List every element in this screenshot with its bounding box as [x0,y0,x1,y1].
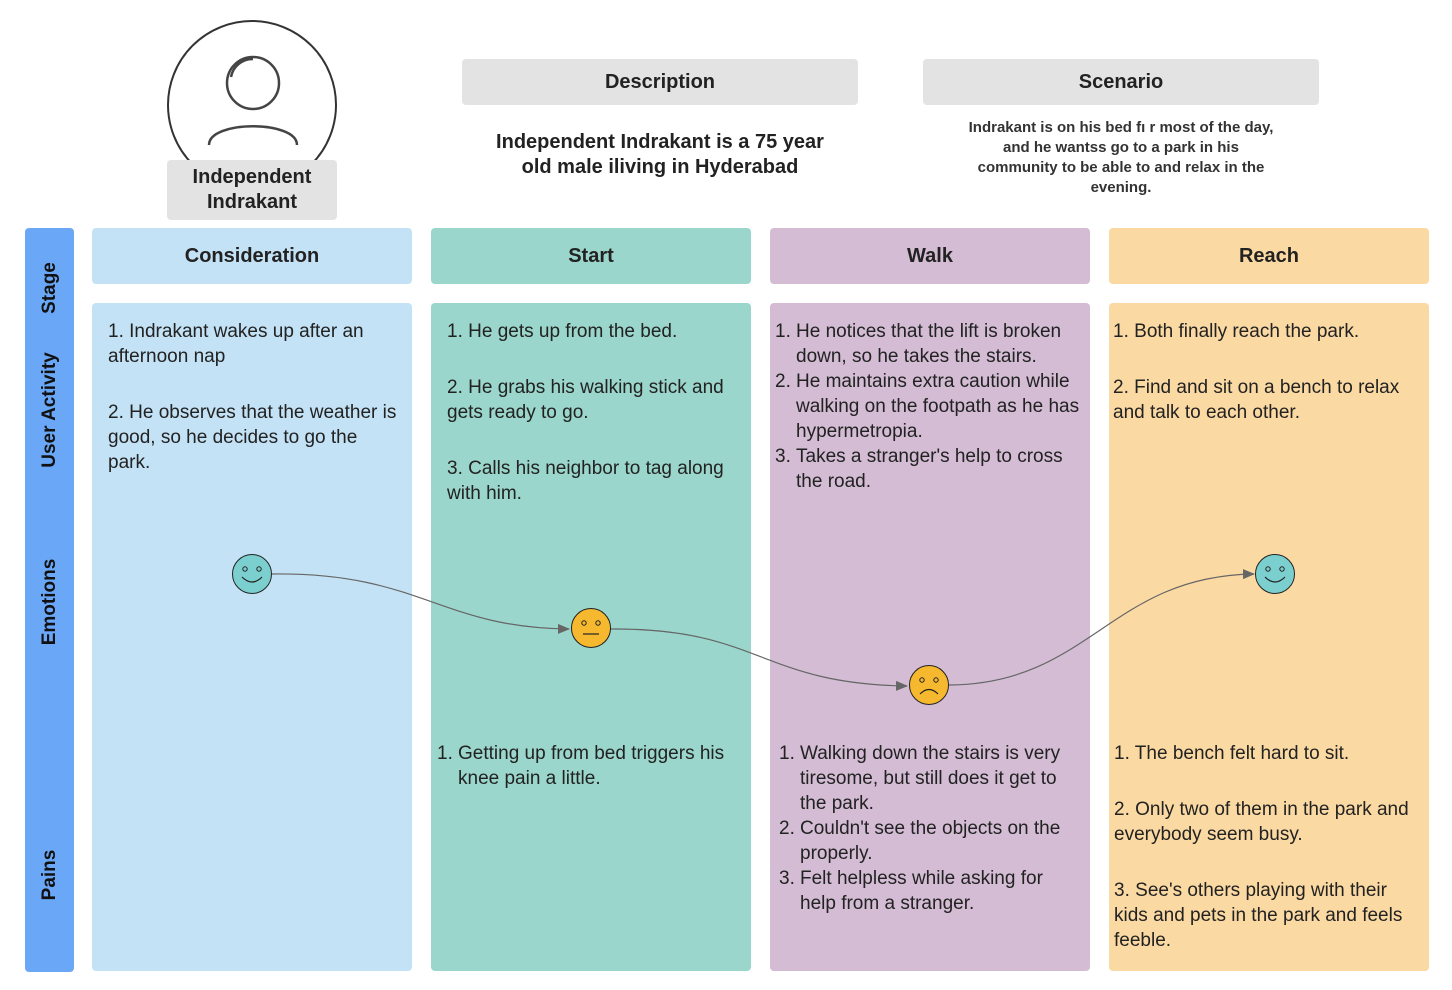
user-icon [207,55,299,146]
pain-list-start: 1.Getting up from bed triggers his knee … [437,741,733,791]
list-item: 1.Getting up from bed triggers his knee … [437,743,725,789]
list-item: 2. Find and sit on a bench to relax and … [1113,377,1400,423]
row-label-sidebar: Stage User Activity Emotions Pains [25,228,74,972]
sad-face-icon [909,665,949,705]
pain-list-reach: 1. The bench felt hard to sit. 2. Only t… [1114,741,1419,984]
list-item: 1. The bench felt hard to sit. [1114,743,1350,764]
activity-list-walk: 1.He notices that the lift is broken dow… [775,319,1080,494]
list-item: 2. He grabs his walking stick and gets r… [447,377,724,423]
description-text: Independent Indrakant is a 75 year old m… [462,130,858,180]
stage-header-consideration: Consideration [92,228,412,284]
scenario-line4: evening. [1090,179,1152,196]
description-header: Description [462,59,858,105]
list-item: 1.Walking down the stairs is very tireso… [779,743,1061,814]
happy-face-icon [1255,554,1295,594]
activity-list-reach: 1. Both finally reach the park. 2. Find … [1113,319,1418,456]
list-item: 1. Both finally reach the park. [1113,321,1360,342]
list-item: 3.Takes a stranger's help to cross the r… [775,446,1063,492]
list-item: 2. He observes that the weather is good,… [108,402,397,473]
stage-header-walk: Walk [770,228,1090,284]
list-item: 3.Felt helpless while asking for help fr… [779,868,1043,914]
scenario-line3: community to be able to and relax in the [977,159,1265,176]
scenario-header: Scenario [923,59,1319,105]
list-item: 3. Calls his neighbor to tag along with … [447,458,724,504]
list-item: 2.He maintains extra caution while walki… [775,371,1080,442]
list-item: 3. See's others playing with their kids … [1114,880,1403,951]
persona-name-line1: Independent [192,166,312,188]
pain-list-walk: 1.Walking down the stairs is very tireso… [779,741,1084,916]
column-consideration: 1. Indrakant wakes up after an afternoon… [92,303,412,971]
stage-header-reach: Reach [1109,228,1429,284]
column-reach: 1. Both finally reach the park. 2. Find … [1109,303,1429,971]
description-line1: Independent Indrakant is a 75 year [496,131,824,153]
activity-list-start: 1. He gets up from the bed. 2. He grabs … [447,319,743,537]
description-line2: old male iliving in Hyderabad [521,156,799,178]
list-item: 2.Couldn't see the objects on the proper… [779,818,1061,864]
scenario-line2: and he wantss go to a park in his [1003,139,1239,156]
column-walk: 1.He notices that the lift is broken dow… [770,303,1090,971]
list-item: 2. Only two of them in the park and ever… [1114,799,1409,845]
emotion-edge-1 [271,573,570,634]
list-item: 1. He gets up from the bed. [447,321,678,342]
emotion-edge-2 [610,628,908,691]
list-item: 1. Indrakant wakes up after an afternoon… [108,321,364,367]
stage-header-start: Start [431,228,751,284]
happy-face-icon [232,554,272,594]
list-item: 1.He notices that the lift is broken dow… [775,321,1062,367]
emotion-edge-3 [948,569,1255,686]
activity-list-consideration: 1. Indrakant wakes up after an afternoon… [108,319,404,506]
persona-name-line2: Indrakant [206,191,297,213]
scenario-text: Indrakant is on his bed fı r most of the… [923,118,1319,198]
neutral-face-icon [571,608,611,648]
scenario-line1: Indrakant is on his bed fı r most of the… [968,119,1274,136]
persona-name: Independent Indrakant [167,160,337,220]
